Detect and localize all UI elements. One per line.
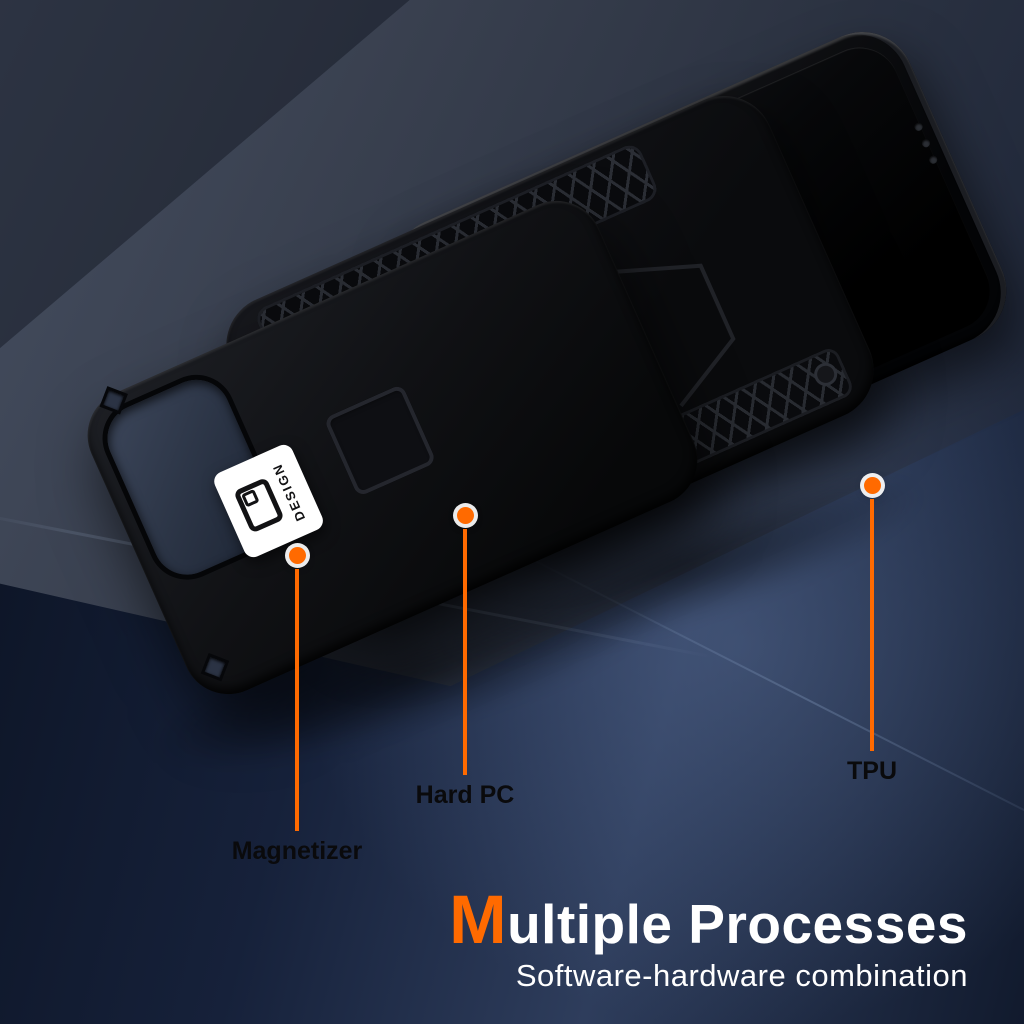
callout-line [870,499,874,751]
magnet-plate [323,383,437,498]
headline-rest: ultiple Processes [507,893,968,955]
subheadline: Software-hardware combination [515,958,968,993]
callout-label: TPU [847,757,897,785]
phone-case-icon [232,477,285,534]
callout-magnetizer: Magnetizer [197,547,397,866]
callout-hard-pc: Hard PC [365,507,565,810]
callout-label: Magnetizer [231,837,363,865]
headline-block: Multiple Processes Software-hardware com… [449,885,968,994]
callout-dot [863,477,881,494]
headline-accent-letter: M [449,881,508,958]
callout-dot [456,507,474,524]
callout-tpu: TPU [772,477,972,786]
headline: Multiple Processes [449,885,968,954]
callout-line [463,529,467,775]
callout-dot [288,547,306,564]
callout-label: Hard PC [415,781,515,809]
callout-line [295,569,299,831]
